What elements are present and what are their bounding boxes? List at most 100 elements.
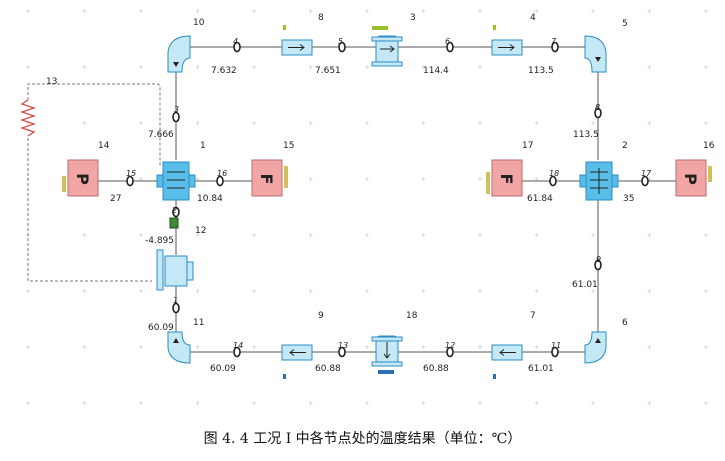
grid-mark: [534, 177, 539, 181]
component-label-12: 12: [195, 226, 206, 236]
node-16-temperature: 10.84: [197, 194, 223, 204]
component-label-2: 2: [622, 141, 628, 151]
marker-icon: [708, 166, 712, 182]
node-16-marker: [216, 175, 224, 187]
grid-mark: [421, 9, 426, 13]
grid-mark: [478, 9, 482, 13]
grid-mark: [365, 289, 369, 293]
grid-mark: [195, 65, 200, 69]
grid-mark: [139, 65, 143, 69]
exchanger-2: [579, 161, 619, 201]
grid-mark: [591, 121, 595, 125]
grid-mark: [195, 345, 200, 349]
fan-17: F: [486, 159, 523, 197]
node-15-id: 15: [126, 169, 136, 178]
marker-icon: [378, 370, 394, 374]
grid-mark: [308, 289, 313, 293]
fan-body: [491, 159, 523, 197]
grid-mark: [421, 345, 426, 349]
grid-mark: [647, 65, 652, 69]
node-4-id: 4: [233, 37, 238, 46]
flow-arrow-left-icon: [499, 349, 516, 356]
heater-supply-loop: [27, 138, 152, 282]
node-11-temperature: 61.01: [528, 364, 554, 374]
grid-mark: [365, 121, 369, 125]
bend-top-right-icon: [584, 35, 607, 73]
component-label-14: 14: [98, 141, 110, 151]
grid-mark: [365, 177, 369, 181]
pipe-component-7: [491, 344, 523, 379]
grid-mark: [421, 177, 426, 181]
flow-network-diagram: P F F P: [19, 9, 715, 405]
grid-mark: [139, 9, 143, 13]
grid-mark: [139, 345, 143, 349]
component-label-5: 5: [622, 19, 628, 29]
grid-mark: [478, 65, 482, 69]
component-label-7: 7: [530, 311, 536, 321]
grid-mark: [252, 9, 256, 13]
node-11-id: 11: [551, 341, 561, 350]
grid-mark: [534, 289, 539, 293]
node-17-id: 17: [641, 169, 652, 178]
grid-mark: [195, 289, 200, 293]
grid-mark: [421, 401, 426, 405]
valve-green-icon: [169, 217, 179, 229]
node-15-marker: [126, 175, 134, 187]
node-14-temperature: 60.09: [210, 364, 236, 374]
grid-mark: [195, 233, 200, 237]
pump-body: [675, 159, 707, 197]
grid-mark: [478, 401, 482, 405]
component-label-13: 13: [46, 77, 57, 87]
exchanger-1: [156, 161, 196, 201]
node-13-temperature: 60.88: [315, 364, 341, 374]
fan-letter: F: [497, 174, 516, 185]
component-label-4: 4: [530, 13, 536, 23]
node-3-id: 3: [174, 105, 179, 114]
node-8-id: 8: [595, 103, 600, 112]
grid-mark: [308, 121, 313, 125]
node-1-marker: [172, 302, 180, 314]
node-15-temperature: 27: [110, 194, 121, 204]
node-17-temperature: 35: [623, 194, 634, 204]
pump-14: P: [62, 159, 99, 197]
node-8-temperature: 113.5: [573, 130, 599, 140]
grid-mark: [139, 121, 143, 125]
grid-mark: [534, 65, 539, 69]
node-12-marker: [446, 346, 454, 358]
grid-mark: [421, 121, 426, 125]
node-1-id: 1: [173, 296, 178, 305]
component-label-16: 16: [703, 141, 715, 151]
grid-mark: [82, 9, 87, 13]
node-18-temperature: 61.84: [527, 194, 553, 204]
node-4-temperature: 7.632: [211, 66, 237, 76]
flow-arrow-down-icon: [383, 342, 391, 359]
grid-mark: [195, 401, 200, 405]
bend-6: [584, 331, 607, 364]
grid-mark: [82, 289, 87, 293]
flow-arrow-icon: [173, 338, 179, 343]
node-3-temperature: 7.666: [148, 130, 174, 140]
grid-mark: [26, 345, 30, 349]
component-label-15: 15: [283, 141, 294, 151]
valve-18: [371, 335, 403, 374]
grid-mark: [534, 345, 539, 349]
grid-mark: [82, 233, 87, 237]
grid-mark: [308, 177, 313, 181]
exchanger-fin-icon: [167, 171, 185, 189]
flow-arrow-right-icon: [498, 44, 515, 51]
grid-mark: [704, 121, 708, 125]
node-11-marker: [551, 346, 559, 358]
grid-mark: [365, 345, 369, 349]
pump-letter: P: [73, 173, 92, 185]
grid-mark: [534, 401, 539, 405]
marker-icon: [284, 166, 288, 188]
pipe-component-9: [281, 344, 313, 379]
node-8-marker: [594, 107, 602, 119]
grid-mark: [421, 65, 426, 69]
node-12-temperature: 60.88: [423, 364, 449, 374]
node-12-id: 12: [445, 341, 455, 350]
node-14-marker: [233, 346, 241, 358]
exchanger-body: [162, 161, 190, 201]
node-1-temperature: 60.09: [148, 323, 174, 333]
node-9-marker: [594, 259, 602, 271]
